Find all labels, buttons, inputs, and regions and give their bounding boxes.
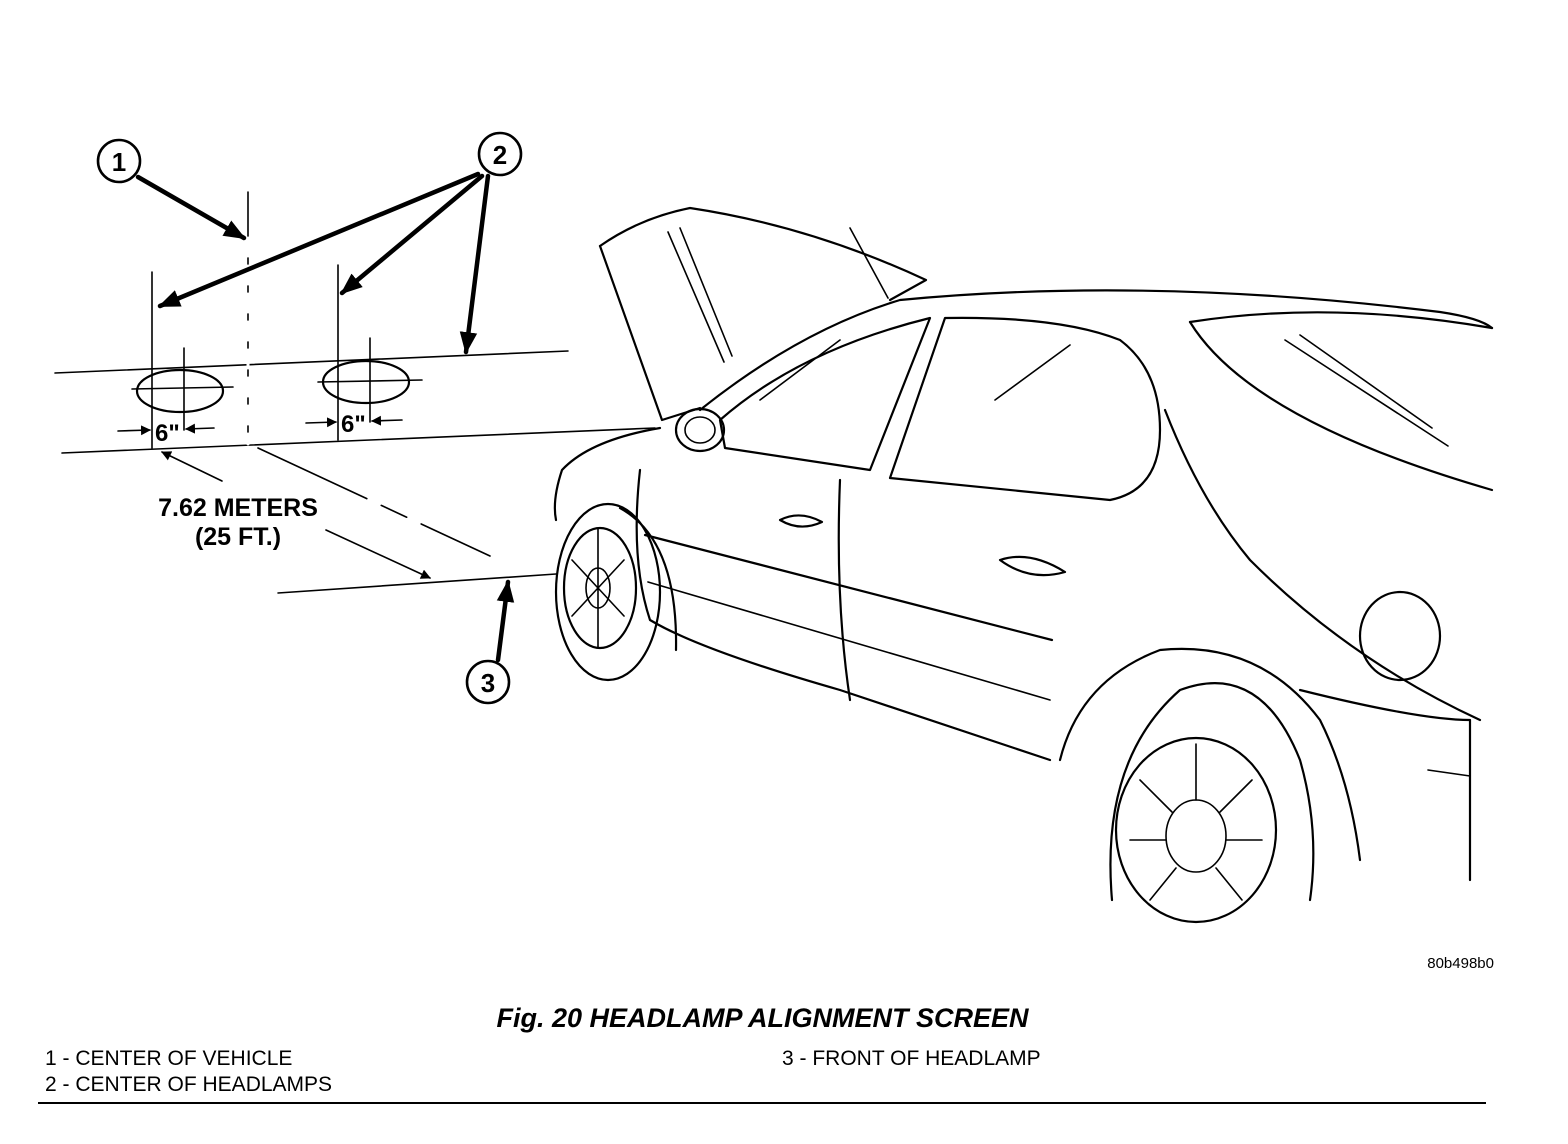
- alignment-screen: 6" 6": [54, 191, 656, 454]
- left-offset-label: 6": [155, 420, 180, 447]
- figure-code: 80b498b0: [1427, 955, 1494, 972]
- callout-2-number: 2: [493, 140, 507, 170]
- rear-door-window: [888, 316, 1162, 502]
- side-mirror-glass: [684, 416, 716, 444]
- front-wheel-spokes: [571, 527, 625, 649]
- legend-item-3: 3 - FRONT OF HEADLAMP: [782, 1047, 1041, 1070]
- rear-glass-reflection-2: [1299, 334, 1433, 429]
- left-beam-pattern: [135, 368, 225, 414]
- front-tire: [554, 502, 662, 682]
- rear-wheel-rim: [1114, 736, 1278, 924]
- hood-hinge: [849, 227, 889, 299]
- headlamp-height-line: [54, 350, 569, 374]
- rear-wheel-hub: [1165, 799, 1227, 873]
- rear-glass-reflection: [1284, 339, 1449, 447]
- side-mirror: [674, 407, 726, 453]
- callout-2-circle: [477, 131, 523, 177]
- rear-quarter-line: [1163, 408, 1482, 722]
- legend-item-2: 2 - CENTER OF HEADLAMPS: [45, 1073, 333, 1096]
- rear-door-handle: [998, 555, 1067, 577]
- right-offset-arrow-b: [371, 415, 403, 426]
- callout-2-arrow-middle: [339, 173, 485, 296]
- legend-item-1: 1 - CENTER OF VEHICLE: [45, 1047, 293, 1070]
- headlamp-front-line: [277, 573, 557, 594]
- rear-wheel-spokes: [1129, 743, 1263, 901]
- callout-3: 3: [465, 659, 511, 705]
- rear-tire: [1109, 682, 1315, 902]
- figure-caption: Fig. 20 HEADLAMP ALIGNMENT SCREEN: [496, 1003, 1029, 1033]
- rear-window-upper: [1188, 311, 1494, 330]
- roof-line: [698, 289, 1494, 412]
- front-glass-reflection: [759, 339, 841, 401]
- distance-guides: 7.62 METERS (25 FT.): [158, 447, 557, 594]
- callout-3-arrow: [495, 579, 515, 663]
- bottom-rule: [38, 1102, 1486, 1104]
- front-door-window: [718, 316, 932, 472]
- callout-3-circle: [465, 659, 511, 705]
- callout-arrows: [135, 171, 515, 663]
- front-tire-tread: [618, 506, 678, 652]
- callout-1-number: 1: [112, 147, 126, 177]
- distance-imperial-label: (25 FT.): [195, 523, 281, 551]
- callout-1-circle: [96, 138, 142, 184]
- callout-3-number: 3: [481, 668, 495, 698]
- lower-body-crease: [647, 581, 1051, 701]
- front-fender-top: [553, 426, 662, 522]
- distance-arrow-upper: [161, 451, 223, 482]
- floor-centerline: [257, 447, 491, 557]
- hood-top: [598, 206, 928, 302]
- rear-glass-reflection-door: [994, 344, 1071, 401]
- callout-2-arrow-left: [157, 171, 481, 309]
- distance-metric-label: 7.62 METERS: [158, 494, 318, 522]
- right-offset-label: 6": [341, 411, 366, 438]
- fuel-door: [1358, 590, 1442, 682]
- hood-crease: [667, 231, 725, 363]
- rear-window-lower: [1188, 320, 1494, 492]
- vehicle-illustration: [553, 206, 1494, 924]
- left-beam-horizontal: [131, 386, 234, 390]
- callout-2-arrow-right: [459, 173, 491, 355]
- door-divider: [837, 478, 852, 702]
- hood-crease-2: [679, 227, 733, 357]
- rear-bumper: [1298, 688, 1472, 882]
- front-door-handle: [778, 514, 824, 528]
- left-offset-arrow-a: [117, 425, 151, 436]
- body-side-molding: [643, 533, 1054, 642]
- left-offset-arrow-b: [185, 423, 215, 434]
- callout-1-arrow: [135, 174, 247, 241]
- callout-2: 2: [477, 131, 523, 177]
- front-wheel-rim: [562, 526, 638, 650]
- rocker-panel: [635, 468, 1052, 762]
- distance-arrow-lower: [325, 529, 431, 579]
- rear-wheel-arch: [1058, 647, 1362, 862]
- floor-line: [61, 427, 656, 454]
- rear-marker-light: [1427, 769, 1471, 777]
- right-offset-arrow-a: [305, 417, 337, 428]
- callout-1: 1: [96, 138, 142, 184]
